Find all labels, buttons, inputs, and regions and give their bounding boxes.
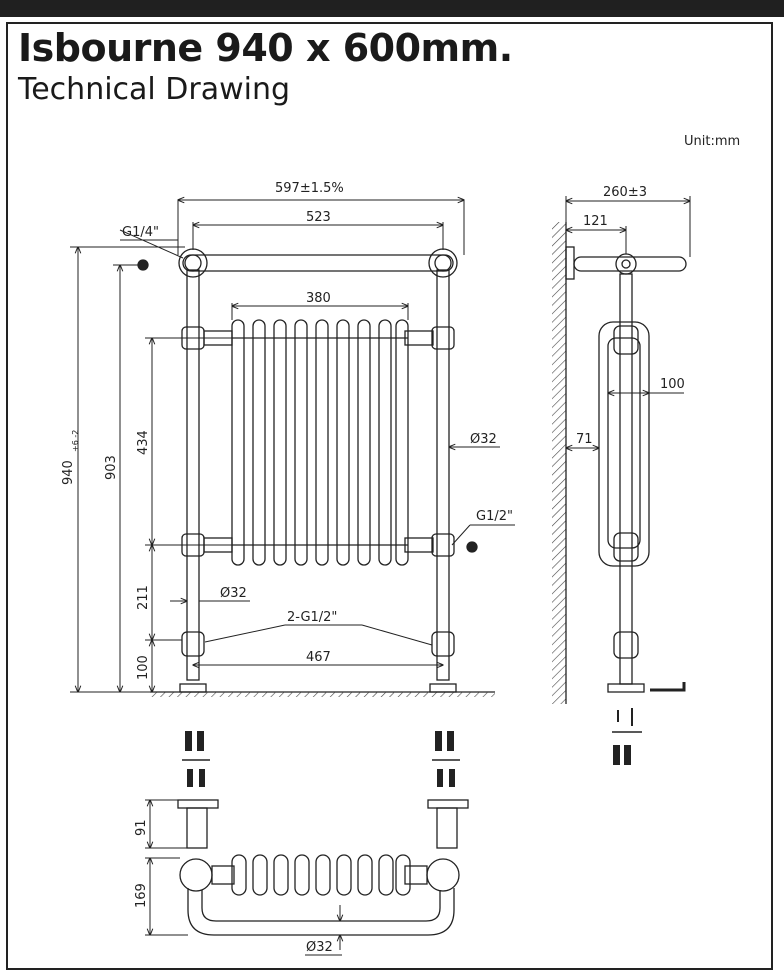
valve-right [431, 631, 455, 657]
dim-plan-depth: 169 [134, 883, 149, 908]
joint-tr [431, 326, 455, 350]
side-foot [607, 683, 645, 693]
side-view [552, 222, 687, 704]
dim-overall-width: 597±1.5% [275, 181, 344, 196]
floor-hatch [150, 692, 495, 697]
top-bar [0, 0, 784, 17]
dim-radiator-width: 380 [306, 291, 331, 306]
page-subtitle: Technical Drawing [18, 72, 291, 107]
dim-wall-depth: 121 [583, 214, 608, 229]
plan-radiator-columns [231, 854, 411, 896]
column-radiator [231, 319, 409, 566]
dim-radiator-depth: 100 [660, 377, 685, 392]
label-pipe-dia-left: Ø32 [220, 586, 247, 601]
plan-rail [187, 888, 455, 936]
side-top-rail [573, 256, 687, 272]
side-fixings [612, 708, 642, 765]
drawing-frame [6, 22, 773, 970]
side-radiator [598, 321, 650, 567]
dim-foot-height: 100 [136, 655, 151, 680]
page-title: Isbourne 940 x 600mm. [18, 26, 513, 70]
valve-left [181, 631, 205, 657]
label-pipe-dia-right: Ø32 [470, 432, 497, 447]
side-pipe [619, 273, 633, 685]
label-inlet-thread: 2-G1/2" [287, 610, 337, 625]
dim-side-depth: 260±3 [603, 185, 647, 200]
plan-left-post [179, 858, 213, 892]
dim-overall-height: 940 [61, 460, 76, 485]
plan-right-post [426, 858, 460, 892]
dim-valve-spacing: 467 [306, 650, 331, 665]
dim-rail-height: 903 [104, 455, 119, 480]
right-pipe [436, 269, 450, 681]
dim-sections-height: 434 [136, 430, 151, 455]
fixing-screws [182, 731, 460, 787]
wall-bracket [565, 246, 575, 280]
label-plan-pipe-dia: Ø32 [306, 940, 333, 955]
dim-lower-height: 211 [136, 585, 151, 610]
label-top-thread: G1/4" [122, 225, 159, 240]
dim-overall-height-tol: +6 -2 [71, 430, 80, 452]
label-side-thread: G1/2" [476, 509, 513, 524]
joint-br [431, 533, 455, 557]
top-rail [182, 254, 454, 272]
left-pipe [186, 269, 200, 681]
side-valve [466, 541, 478, 553]
wall-hatch [552, 222, 566, 704]
foot-right [429, 683, 457, 693]
dim-wall-gap: 71 [576, 432, 593, 447]
foot-left [179, 683, 207, 693]
unit-label: Unit:mm [684, 134, 741, 149]
plan-view [177, 799, 469, 936]
dim-centres-width: 523 [306, 210, 331, 225]
dim-plan-foot: 91 [134, 819, 149, 836]
front-view [137, 248, 495, 697]
